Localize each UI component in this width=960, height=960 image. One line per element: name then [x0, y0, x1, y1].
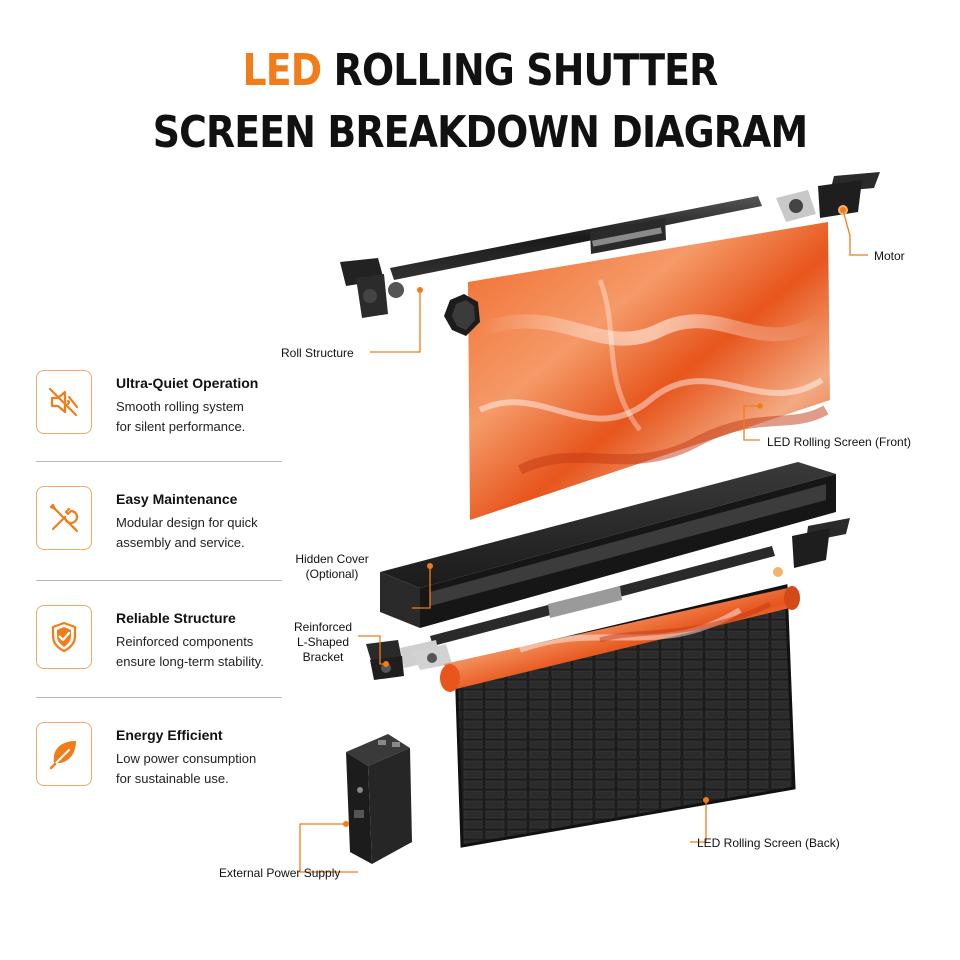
feature-title: Energy Efficient — [116, 727, 223, 743]
callout-motor: Motor — [874, 249, 905, 263]
feature-desc-line-1: Modular design for quick — [116, 515, 258, 530]
feature-desc-line-2: ensure long-term stability. — [116, 654, 264, 669]
callout-hidden-cover: Hidden Cover (Optional) — [292, 552, 372, 582]
title-accent: LED — [242, 45, 323, 96]
motor-bracket — [776, 172, 880, 222]
callout-hidden-cover-line-1: Hidden Cover — [295, 552, 369, 566]
feature-divider — [36, 697, 282, 698]
roll-cylinder-end — [444, 294, 480, 336]
feature-title: Reliable Structure — [116, 610, 236, 626]
callout-hidden-cover-line-2: (Optional) — [305, 567, 359, 581]
feature-desc-line-2: assembly and service. — [116, 535, 245, 550]
callout-bracket-line-2: L-Shaped — [296, 635, 350, 649]
callout-external-power-supply: External Power Supply — [219, 866, 341, 880]
callout-lines — [299, 209, 868, 873]
callout-led-screen-front: LED Rolling Screen (Front) — [767, 435, 912, 449]
feature-desc-line-1: Low power consumption — [116, 751, 257, 766]
speaker-mute-icon — [48, 387, 79, 417]
feature-icon-box — [36, 370, 92, 434]
feature-divider — [36, 580, 282, 581]
feature-title: Ultra-Quiet Operation — [116, 375, 259, 391]
wrench-screwdriver-icon — [49, 503, 79, 533]
external-power-supply — [346, 734, 412, 864]
feature-ultra-quiet: Ultra-Quiet Operation Smooth rolling sys… — [36, 370, 286, 450]
callout-led-screen-back: LED Rolling Screen (Back) — [697, 836, 840, 850]
callout-dots — [343, 207, 846, 827]
callout-bracket-line-3: Bracket — [302, 650, 344, 664]
page-title-line-1: LED ROLLING SHUTTER — [67, 42, 893, 100]
top-left-bracket — [340, 258, 404, 318]
feature-title: Easy Maintenance — [116, 491, 238, 507]
feature-icon-box — [36, 722, 92, 786]
page-title-line-2: SCREEN BREAKDOWN DIAGRAM — [152, 107, 808, 158]
feature-divider — [36, 461, 282, 462]
feature-desc-line-1: Smooth rolling system — [116, 399, 244, 414]
feature-icon-box — [36, 486, 92, 550]
feature-icon-box — [36, 605, 92, 669]
shield-check-icon — [51, 621, 77, 653]
hidden-cover — [380, 462, 836, 628]
l-shaped-bracket — [366, 640, 452, 680]
feature-desc-line-2: for silent performance. — [116, 419, 246, 434]
title-line-1-rest: ROLLING SHUTTER — [333, 45, 719, 96]
leaf-icon — [49, 741, 76, 770]
callout-bracket-line-1: Reinforced — [293, 620, 353, 634]
feature-desc-line-2: for sustainable use. — [116, 771, 229, 786]
lower-right-bracket — [773, 518, 850, 577]
feature-reliable-structure: Reliable Structure Reinforced components… — [36, 605, 286, 685]
led-screen-back — [440, 584, 800, 848]
callout-roll-structure: Roll Structure — [281, 346, 354, 360]
led-screen-front — [468, 222, 830, 520]
feature-desc-line-1: Reinforced components — [116, 634, 254, 649]
callout-l-shaped-bracket: Reinforced L-Shaped Bracket — [286, 620, 360, 665]
top-roll-bar — [390, 196, 762, 280]
feature-energy-efficient: Energy Efficient Low power consumption f… — [36, 722, 286, 802]
feature-easy-maintenance: Easy Maintenance Modular design for quic… — [36, 486, 286, 566]
